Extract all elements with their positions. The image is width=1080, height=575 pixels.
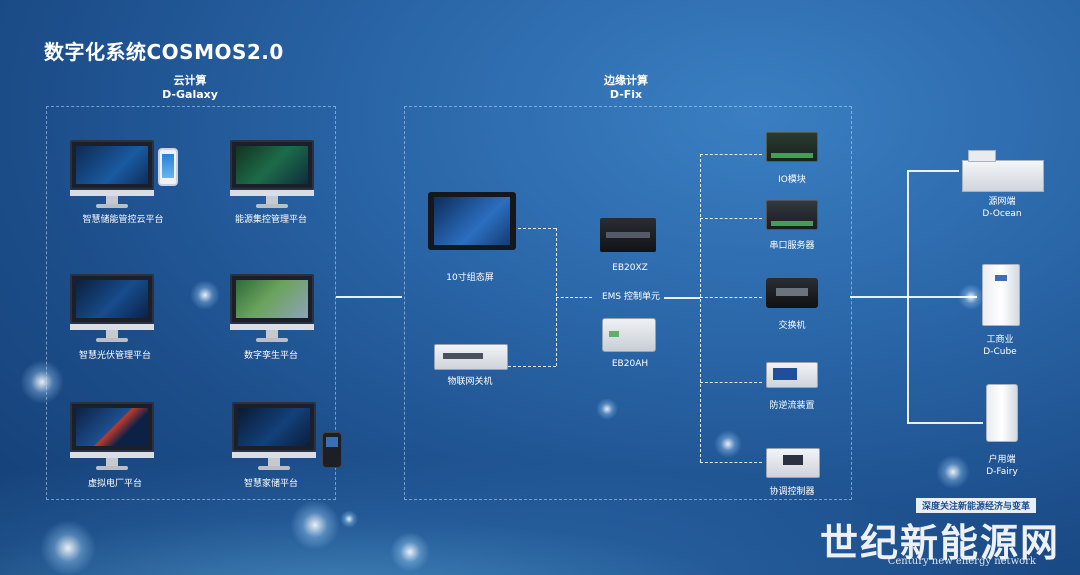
- platform-label: 智慧家储平台: [243, 479, 298, 489]
- field-branch: [700, 462, 762, 463]
- output-sub: D-Fairy: [986, 467, 1018, 477]
- watermark-tag: 深度关注新能源经济与变革: [915, 498, 1036, 513]
- ems-label: EMS 控制单元: [601, 292, 661, 302]
- output-label: 户用端 D-Fairy: [960, 454, 1044, 478]
- field-branch: [700, 154, 762, 155]
- platform-monitor: [230, 140, 314, 210]
- glow-dot: [190, 280, 220, 310]
- eb20xz-label: EB20XZ: [612, 263, 648, 273]
- edge-sub: D-Fix: [609, 88, 643, 101]
- glow-dot: [40, 520, 96, 575]
- glow-dot: [936, 455, 970, 489]
- ems-link: [556, 297, 592, 298]
- platform-label: 智慧光伏管理平台: [78, 351, 151, 361]
- glow-dot: [714, 430, 742, 458]
- output-name: 工商业: [986, 335, 1014, 345]
- touch-screen-device: [428, 192, 516, 250]
- field-label: 串口服务器: [769, 241, 815, 251]
- cloud-panel: [46, 106, 336, 500]
- output-branch: [907, 422, 983, 424]
- eb20ah-device: [602, 318, 656, 352]
- watermark-brand-en: Century new energy network: [887, 556, 1036, 567]
- platform-label: 虚拟电厂平台: [87, 479, 142, 489]
- output-label: 工商业 D-Cube: [958, 334, 1042, 358]
- glow-dot: [340, 510, 358, 528]
- phone-icon: [158, 148, 178, 186]
- watermark-brand: 世纪新能源网: [819, 520, 1060, 565]
- screen-link: [518, 228, 556, 229]
- output-branch: [907, 170, 959, 172]
- field-label: 交换机: [778, 321, 806, 331]
- glow-dot: [20, 360, 64, 404]
- output-sub: D-Ocean: [982, 209, 1022, 219]
- household-storage-device: [986, 384, 1018, 442]
- cabinet-storage-device: [982, 264, 1020, 326]
- output-name: 户用端: [988, 455, 1016, 465]
- serial-server-device: [766, 200, 818, 230]
- cloud-sub: D-Galaxy: [162, 88, 218, 101]
- edge-name: 边缘计算: [604, 74, 648, 87]
- switch-device: [766, 278, 818, 308]
- platform-label: 能源集控管理平台: [234, 215, 307, 225]
- field-label: 协调控制器: [769, 487, 815, 497]
- platform-label: 智慧储能管控云平台: [82, 215, 164, 225]
- edge-to-output-line: [850, 296, 908, 298]
- page-title: 数字化系统COSMOS2.0: [44, 40, 284, 64]
- edge-section-title: 边缘计算 D-Fix: [576, 74, 676, 102]
- coordination-controller-device: [766, 448, 820, 478]
- platform-monitor: [70, 274, 154, 344]
- glow-dot: [390, 532, 430, 572]
- glow-dot: [596, 398, 618, 420]
- eb20ah-label: EB20AH: [611, 359, 649, 369]
- field-branch: [700, 218, 762, 219]
- platform-label: 数字孪生平台: [243, 351, 298, 361]
- field-branch: [700, 382, 762, 383]
- anti-backflow-device: [766, 362, 818, 388]
- gateway-device: [434, 344, 508, 370]
- platform-monitor: [232, 402, 316, 472]
- gateway-label: 物联网关机: [447, 377, 493, 387]
- eb20xz-device: [600, 218, 656, 252]
- cloud-section-title: 云计算 D-Galaxy: [140, 74, 240, 102]
- field-label: IO模块: [778, 175, 806, 185]
- field-bus: [700, 154, 701, 462]
- output-label: 源网端 D-Ocean: [960, 196, 1044, 220]
- screen-label: 10寸组态屏: [446, 273, 494, 283]
- platform-monitor: [230, 274, 314, 344]
- platform-monitor: [70, 402, 154, 472]
- glow-dot: [290, 500, 340, 550]
- background-wave: [0, 455, 1080, 575]
- cloud-name: 云计算: [173, 74, 207, 87]
- field-branch: [700, 297, 762, 298]
- field-label: 防逆流装置: [769, 401, 815, 411]
- output-name: 源网端: [988, 197, 1016, 207]
- io-module-device: [766, 132, 818, 162]
- handheld-icon: [322, 432, 342, 468]
- platform-monitor: [70, 140, 154, 210]
- container-storage-device: [962, 150, 1044, 192]
- connector-line: [336, 296, 402, 298]
- output-branch: [907, 296, 977, 298]
- edge-panel: [404, 106, 852, 500]
- gateway-link: [508, 366, 556, 367]
- output-sub: D-Cube: [983, 347, 1017, 357]
- ems-to-field-line: [664, 297, 700, 299]
